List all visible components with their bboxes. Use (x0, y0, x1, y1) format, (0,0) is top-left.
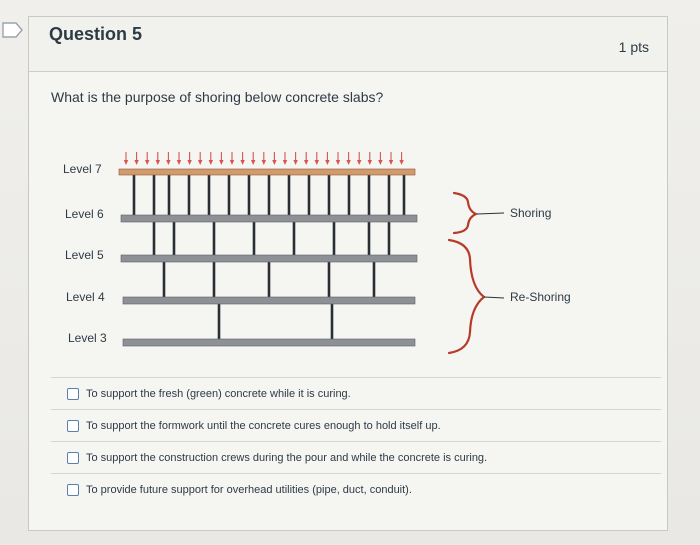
shore-post (327, 175, 331, 215)
shore-post (387, 222, 391, 255)
answer-option[interactable]: To support the construction crews during… (51, 441, 661, 473)
shore-post (132, 175, 136, 215)
shore-post (387, 175, 391, 215)
load-arrow (272, 152, 277, 165)
level-label: Level 4 (66, 290, 105, 304)
answer-option[interactable]: To provide future support for overhead u… (51, 473, 661, 505)
load-arrow (335, 152, 341, 165)
load-arrow (145, 152, 150, 165)
shoring-posts (132, 175, 406, 339)
load-arrow (134, 152, 139, 165)
load-arrow (346, 152, 351, 165)
shore-post (267, 175, 271, 215)
level-label: Level 3 (68, 331, 107, 345)
shore-post (247, 175, 251, 215)
slab-level-7 (118, 168, 416, 176)
shore-post (332, 222, 336, 255)
level-label: Level 6 (65, 207, 104, 221)
shore-post (212, 222, 216, 255)
slab-level-6 (120, 214, 418, 223)
load-arrow (251, 152, 256, 165)
question-card: Question 5 1 pts What is the purpose of … (28, 16, 668, 531)
load-arrow (378, 152, 383, 165)
reshoring-brace (447, 238, 486, 355)
shore-post (167, 175, 171, 215)
load-arrow (304, 152, 309, 165)
answer-checkbox[interactable] (67, 387, 79, 400)
question-points: 1 pts (618, 39, 649, 55)
load-arrow (155, 152, 160, 165)
slab-level-4 (122, 296, 416, 305)
shore-post (252, 222, 256, 255)
level-label: Level 5 (65, 248, 104, 262)
load-arrow (240, 152, 245, 165)
answer-checkbox[interactable] (67, 451, 79, 464)
load-arrow (367, 152, 372, 165)
load-arrow (399, 152, 404, 165)
shore-post (152, 222, 156, 255)
shore-post (212, 262, 216, 297)
load-arrow (357, 152, 362, 165)
load-arrow (176, 152, 182, 165)
shore-post (330, 304, 334, 339)
level-label: Level 7 (63, 162, 102, 176)
load-arrow (282, 152, 288, 165)
shore-post (172, 222, 176, 255)
load-arrow (229, 152, 235, 165)
load-arrow (261, 152, 266, 165)
load-arrow (388, 152, 394, 165)
answer-label: To support the construction crews during… (86, 451, 488, 464)
shore-post (372, 262, 376, 297)
load-arrows (123, 152, 404, 165)
shore-post (307, 175, 311, 215)
question-title: Question 5 (49, 24, 143, 44)
reshoring-leader (483, 296, 505, 299)
answer-option[interactable]: To support the formwork until the concre… (51, 409, 661, 441)
question-header: Question 5 1 pts (29, 17, 667, 72)
load-arrow (187, 152, 192, 165)
slab-level-5 (120, 254, 418, 263)
shore-post (207, 175, 211, 215)
answer-checkbox[interactable] (67, 483, 79, 496)
shore-post (402, 175, 406, 215)
load-arrow (219, 152, 224, 165)
shoring-brace (452, 191, 479, 235)
answer-list: To support the fresh (green) concrete wh… (51, 377, 661, 505)
answer-option[interactable]: To support the fresh (green) concrete wh… (51, 377, 661, 409)
shore-post (367, 175, 371, 215)
shoring-label: Shoring (510, 206, 551, 220)
shore-post (187, 175, 191, 215)
shore-post (162, 262, 166, 297)
shore-post (292, 222, 296, 255)
load-arrow (166, 152, 171, 165)
answer-label: To support the fresh (green) concrete wh… (86, 387, 351, 400)
question-prompt: What is the purpose of shoring below con… (51, 89, 384, 105)
shore-post (227, 175, 231, 215)
answer-label: To provide future support for overhead u… (86, 483, 412, 496)
shore-post (327, 262, 331, 297)
shore-post (287, 175, 291, 215)
load-arrow (314, 152, 319, 165)
shoring-diagram: Level 7 Level 6 Level 5 Level 4 Level 3 … (63, 152, 571, 355)
shore-post (347, 175, 351, 215)
reshoring-label: Re-Shoring (510, 290, 571, 304)
shore-post (367, 222, 371, 255)
shore-post (267, 262, 271, 297)
shore-post (152, 175, 156, 215)
shoring-leader (476, 212, 505, 215)
load-arrow (208, 152, 213, 165)
answer-checkbox[interactable] (67, 419, 79, 432)
load-arrow (198, 152, 203, 165)
load-arrow (325, 152, 330, 165)
answer-label: To support the formwork until the concre… (86, 419, 441, 432)
shore-post (217, 304, 221, 339)
slab-level-3 (122, 338, 416, 347)
load-arrow (123, 152, 129, 165)
load-arrow (293, 152, 298, 165)
bookmark-icon[interactable] (2, 22, 24, 38)
